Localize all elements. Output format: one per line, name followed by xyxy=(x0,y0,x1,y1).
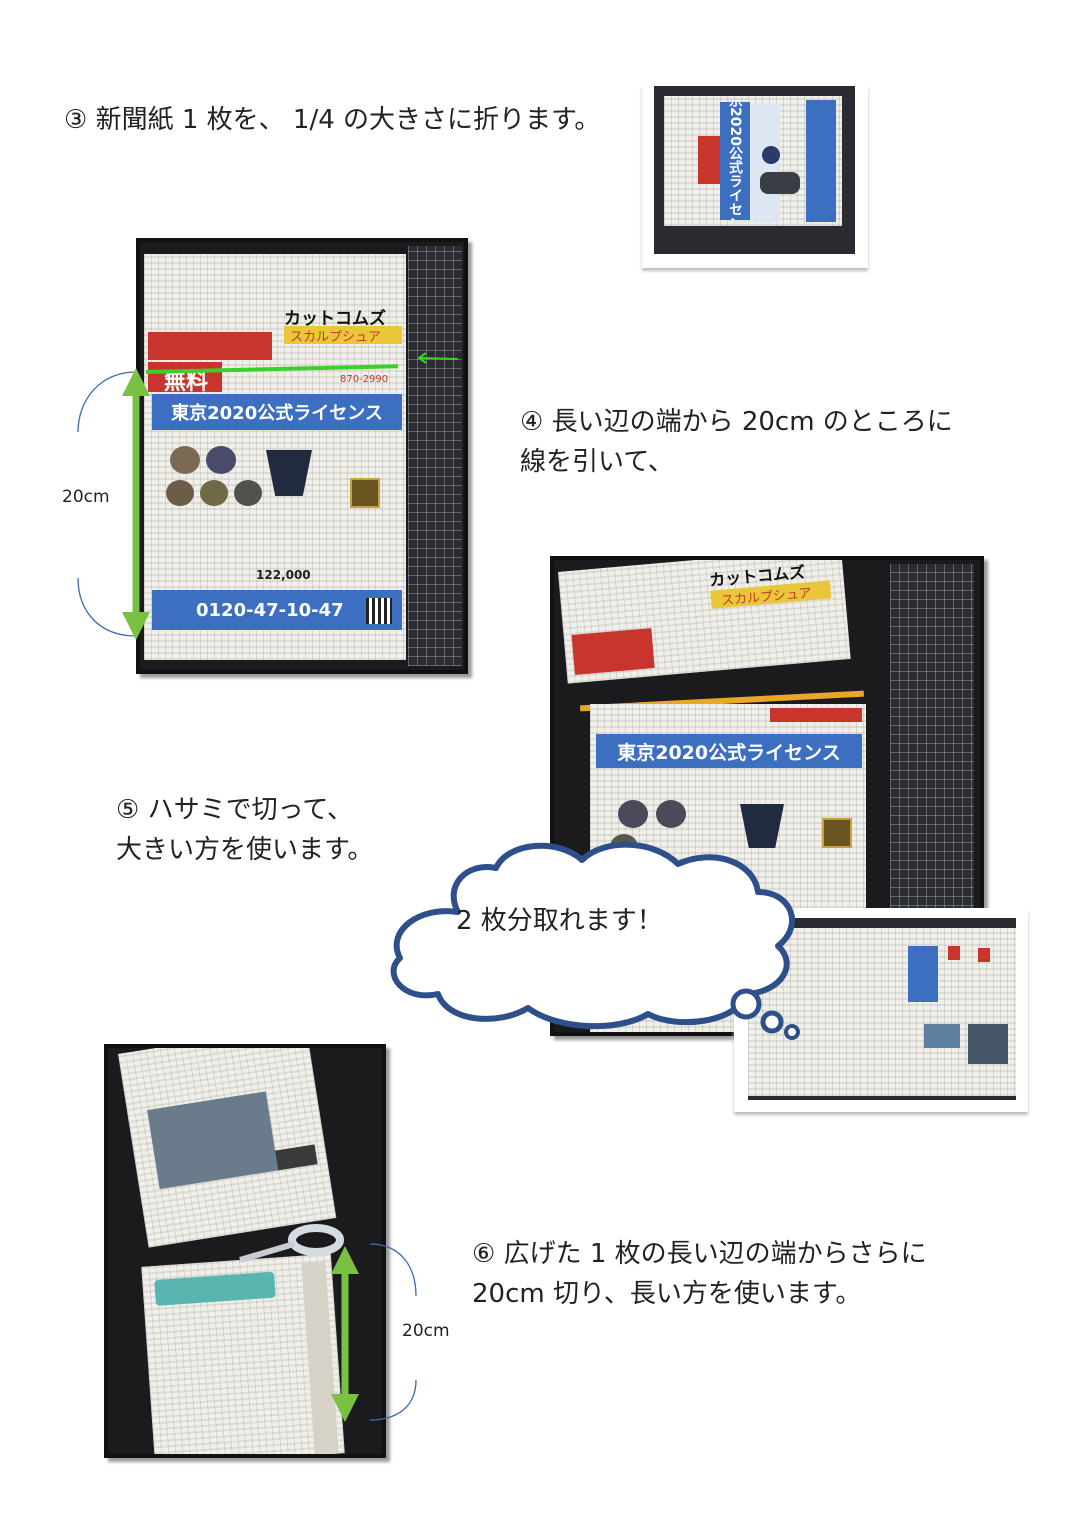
step-6-instruction-line2: 20cm 切り、長い方を使います。 xyxy=(472,1279,862,1309)
measure-arrow-1-icon xyxy=(77,368,150,640)
scissors-icon xyxy=(239,1224,344,1263)
step-3-instruction: ③ 新聞紙 1 枚を、 1/4 の大きさに折ります。 xyxy=(64,105,601,135)
ad-product-text: スカルプシュア xyxy=(290,330,381,345)
price-text: 122,000 xyxy=(256,568,311,582)
step-6-instruction-line1: ⑥ 広げた 1 枚の長い辺の端からさらに xyxy=(472,1239,927,1269)
thought-cloud-icon xyxy=(390,841,800,1040)
photo-measure-line: 無料 カットコムズ スカルプシュア 870-2990 東京2020公式ライセンス… xyxy=(136,238,468,674)
header-phone: 870-2990 xyxy=(340,374,389,385)
step-5-instruction-line2: 大きい方を使います。 xyxy=(116,835,374,865)
photo-two-strips xyxy=(734,908,1028,1112)
ad-free-text: 無料 xyxy=(164,370,209,395)
cut-banner-license: 東京2020公式ライセンス xyxy=(596,734,862,768)
measure-label-2: 20cm xyxy=(402,1321,450,1341)
step-4-instruction-line1: ④ 長い辺の端から 20cm のところに xyxy=(520,407,953,437)
step-5-instruction-line1: ⑤ ハサミで切って、 xyxy=(116,795,353,825)
pointer-arrow-icon xyxy=(417,352,459,364)
measure-arrow-2-icon xyxy=(331,1243,417,1422)
thought-cloud-text: 2 枚分取れます！ xyxy=(456,906,663,936)
phone-banner: 0120-47-10-47 xyxy=(152,590,402,630)
photo-cut-again xyxy=(104,1044,386,1458)
ad-brand-text: カットコムズ xyxy=(284,309,386,329)
folded-paper-vertical-banner: 東京2020公式ライセンス xyxy=(720,102,750,220)
banner-license: 東京2020公式ライセンス xyxy=(152,394,402,430)
measure-label-1: 20cm xyxy=(62,487,110,507)
photo-folded-newspaper: 東京2020公式ライセンス xyxy=(642,84,868,268)
step-4-instruction-line2: 線を引いて、 xyxy=(520,447,674,477)
